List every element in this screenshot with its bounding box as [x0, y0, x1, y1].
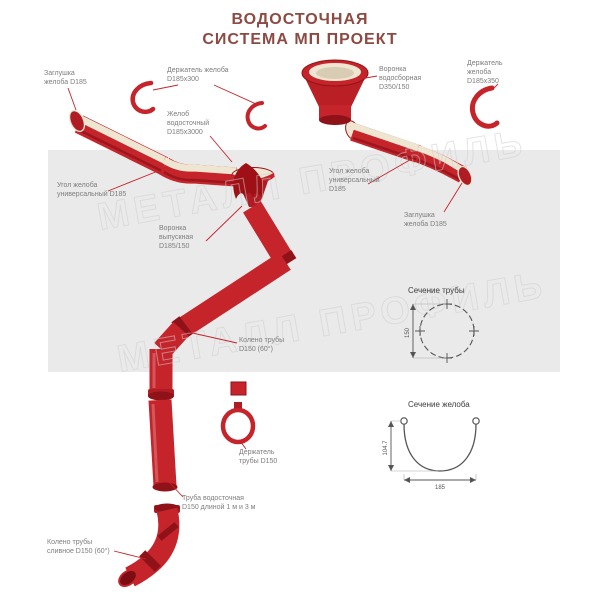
label-end-cap-right: Заглушка желоба D185	[404, 212, 447, 229]
gutter-hook-middle	[245, 101, 267, 131]
outlet-funnel	[231, 163, 275, 207]
gutter-width-dim: 185	[435, 485, 446, 491]
pipe-cross-section: 150	[405, 299, 479, 363]
title-line-1: ВОДОСТОЧНАЯ	[231, 11, 369, 28]
gutter-height-dim: 104.7	[383, 440, 389, 456]
gutter-right-run	[350, 122, 421, 163]
label-end-cap-left: Заглушка желоба D185	[44, 70, 87, 87]
label-gutter-holder-300: Держатель желоба D185х300	[167, 67, 229, 84]
gutter-left-run	[74, 114, 169, 175]
label-gutter-corner-left: Угол желоба универсальный D185	[57, 182, 127, 199]
label-gutter-holder-350: Держатель желоба D185х350	[467, 60, 503, 86]
page-title: ВОДОСТОЧНАЯ СИСТЕМА МП ПРОЕКТ	[0, 10, 600, 50]
label-pipe: Труба водосточная D150 длиной 1 м и 3 м	[182, 495, 256, 512]
label-gutter-corner-right: Угол желоба универсальный D185	[329, 168, 380, 194]
funnel-ornament	[233, 163, 264, 199]
gutter-cross-section-title: Сечение желоба	[408, 400, 470, 409]
gutter-cross-section: 104.7 185	[383, 417, 480, 491]
label-drain-elbow: Колено трубы сливное D150 (60°)	[47, 539, 110, 556]
label-pipe-holder: Держатель трубы D150	[239, 449, 278, 466]
drain-elbow	[118, 503, 180, 588]
gutter-hook-right	[469, 85, 500, 129]
gutter-end-cap-right	[457, 165, 473, 187]
backdrop-panel	[48, 150, 560, 372]
gutter-corner-left	[158, 157, 237, 187]
downpipe	[148, 201, 297, 492]
label-collector-funnel: Воронка водосборная D350/150	[379, 66, 422, 92]
pipe-diameter-dim: 150	[405, 327, 411, 338]
title-line-2: СИСТЕМА МП ПРОЕКТ	[202, 31, 398, 48]
pipe-holder	[220, 381, 256, 445]
collector-funnel	[301, 59, 369, 125]
gutter-hook-left	[130, 80, 156, 115]
gutter-end-cap-left	[68, 109, 86, 133]
label-gutter: Желоб водосточный D185х3000	[167, 111, 210, 137]
label-outlet-funnel: Воронка выпускная D185/150	[159, 225, 194, 251]
pipe-cross-section-title: Сечение трубы	[408, 286, 465, 295]
leader-lines	[67, 75, 499, 560]
gutter-corner-right	[415, 145, 467, 183]
label-pipe-elbow: Колено трубы D150 (60°)	[239, 337, 285, 354]
